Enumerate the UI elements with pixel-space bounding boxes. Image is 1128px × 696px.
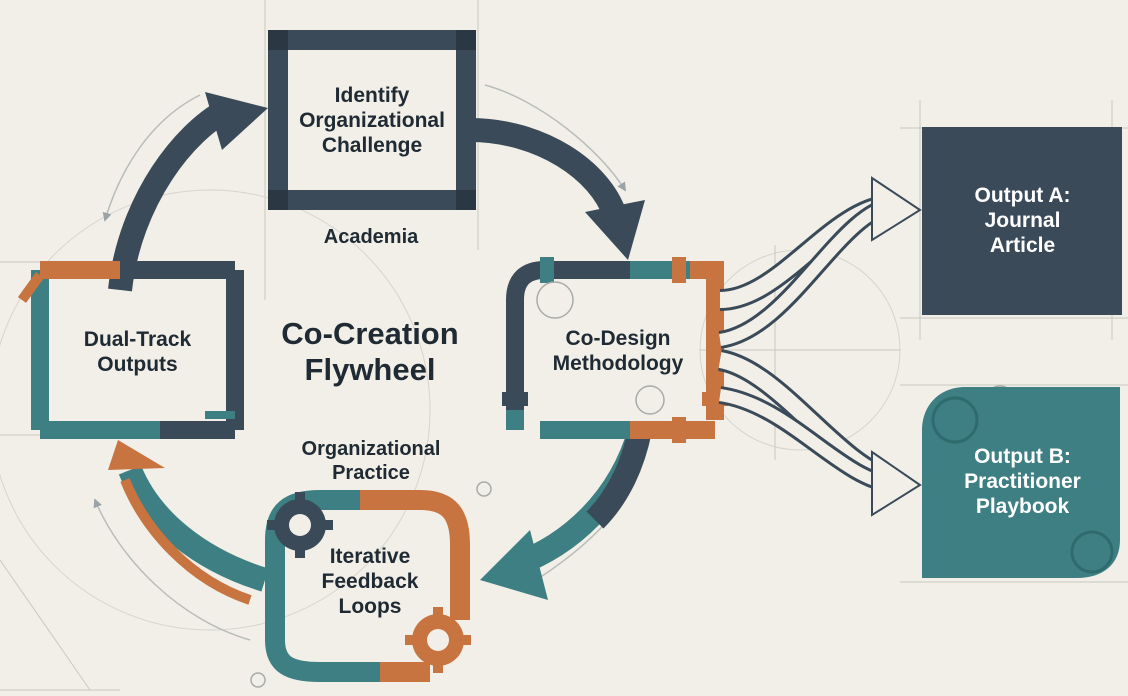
output-a-box	[922, 127, 1122, 315]
node-identify-label: Identify Organizational Challenge	[299, 84, 445, 157]
gear-icon-top-left	[267, 492, 333, 558]
cycle-guide-lines	[93, 84, 641, 641]
gear-icon-bottom-right	[405, 607, 471, 673]
node-dual-track-frame	[17, 261, 244, 439]
arrow-head-to-dual	[108, 440, 165, 470]
arrow-head-to-identify	[205, 92, 268, 150]
zone-label-practice: Organizational Practice	[301, 438, 441, 484]
arrow-head-to-feedback	[480, 530, 548, 600]
arrow-identify-to-codesign	[469, 118, 627, 220]
arrow-feedback-to-dual	[118, 465, 269, 592]
output-arrows	[717, 176, 922, 517]
arrow-head-to-codesign	[585, 200, 645, 260]
output-b-gear-icon	[931, 396, 1114, 574]
node-codesign-label: Co-Design Methodology	[552, 327, 684, 375]
output-a-label: Output A: Journal Article	[974, 184, 1071, 257]
center-title: Co-Creation Flywheel	[281, 316, 459, 387]
node-dual-track-label: Dual-Track Outputs	[83, 328, 192, 376]
node-feedback-label: Iterative Feedback Loops	[321, 545, 419, 618]
node-codesign-frame	[502, 257, 728, 443]
flywheel-ring	[108, 92, 652, 605]
output-b-label: Output B: Practitioner Playbook	[964, 445, 1081, 518]
node-identify-frame	[268, 30, 476, 210]
zone-label-academia: Academia	[323, 226, 419, 248]
